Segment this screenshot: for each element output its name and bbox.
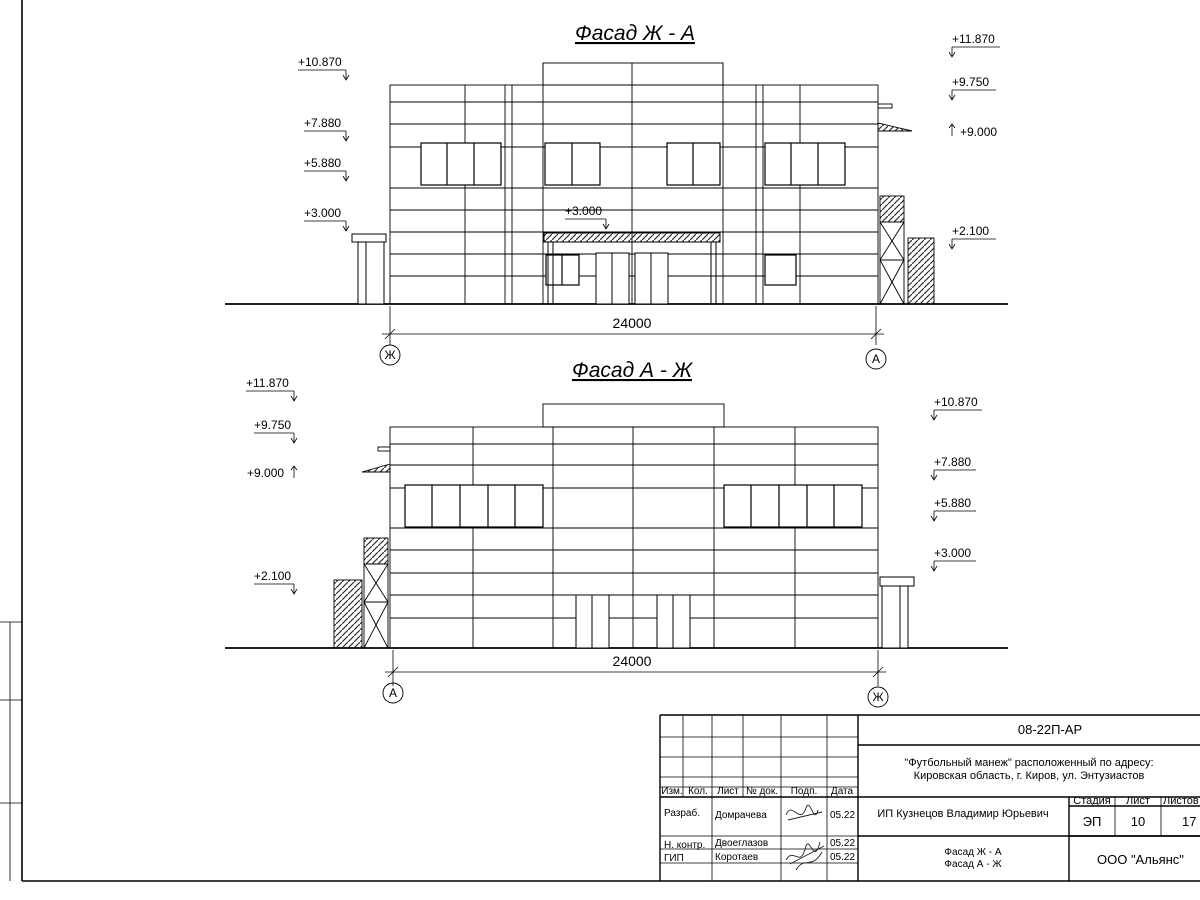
dimension-value: 24000 — [613, 653, 652, 669]
level-marks-right: +11.870 +9.750 +9.000 +2.100 — [948, 32, 1000, 250]
level-mark: +7.880 — [934, 455, 971, 469]
level-marks-right: +10.870 +7.880 +5.880 +3.000 — [930, 395, 982, 572]
role: Н. контр. — [664, 840, 705, 851]
level-mark: +2.100 — [952, 224, 989, 238]
facade-zh-a: Фасад Ж - А — [225, 22, 1008, 370]
level-mark: +11.870 — [246, 376, 289, 390]
dimension-line — [382, 306, 884, 345]
sign-date: 05.22 — [830, 810, 855, 821]
level-mark: +11.870 — [952, 32, 995, 46]
sheet-value: 10 — [1131, 814, 1145, 829]
project-line: "Футбольный манеж" расположенный по адре… — [904, 757, 1153, 769]
doors — [575, 594, 691, 649]
project-line: Кировская область, г. Киров, ул. Энтузиа… — [914, 770, 1145, 782]
company-name: ООО "Альянс" — [1097, 852, 1184, 867]
axis-bubble — [382, 682, 404, 704]
facade-title: Фасад А - Ж — [572, 359, 694, 382]
person-name: Домрачева — [715, 810, 767, 821]
document-code: 08-22П-АР — [1018, 722, 1082, 737]
building-body — [389, 62, 879, 305]
role: Разраб. — [664, 807, 700, 819]
level-mark: +3.000 — [304, 206, 341, 220]
level-mark: +3.000 — [565, 204, 602, 218]
level-mark: +9.000 — [960, 125, 997, 139]
col-header: Лист — [717, 786, 739, 797]
dimension-value: 24000 — [613, 315, 652, 331]
author-organization: ИП Кузнецов Владимир Юрьевич — [877, 808, 1048, 820]
stage-value: ЭП — [1083, 814, 1102, 829]
stage-label: Стадия — [1073, 795, 1111, 807]
facade-title: Фасад Ж - А — [575, 22, 695, 45]
level-mark: +10.870 — [934, 395, 978, 409]
sign-date: 05.22 — [830, 852, 855, 863]
col-header: № док. — [746, 786, 778, 797]
stair-left — [333, 446, 391, 649]
axis-label: Ж — [384, 348, 395, 362]
axis-label: А — [389, 686, 397, 700]
axis-bubble — [867, 686, 889, 708]
entrance — [543, 232, 721, 305]
role: ГИП — [664, 853, 684, 864]
level-mark: +9.750 — [952, 75, 989, 89]
signature — [785, 804, 825, 871]
axis-bubble — [865, 348, 887, 370]
level-mark: +9.750 — [254, 418, 291, 432]
sheets-value: 17 — [1182, 814, 1196, 829]
col-header: Кол. — [688, 786, 708, 797]
level-mark: +2.100 — [254, 569, 291, 583]
windows — [404, 484, 863, 528]
annex-right — [879, 576, 915, 649]
drawing-name: Фасад А - Ж — [944, 859, 1002, 870]
title-block: 08-22П-АР "Футбольный манеж" расположенн… — [659, 714, 1200, 881]
col-header: Изм. — [661, 786, 682, 797]
level-marks-left: +11.870 +9.750 +9.000 +2.100 — [246, 376, 298, 595]
axis-label: А — [872, 352, 880, 366]
dimension-line — [385, 650, 886, 686]
person-name: Двоеглазов — [715, 838, 768, 849]
col-header: Подп. — [791, 786, 818, 797]
level-mark: +5.880 — [304, 156, 341, 170]
level-marks-left: +10.870 +7.880 +5.880 +3.000 — [298, 55, 350, 232]
person-name: Коротаев — [715, 852, 758, 863]
level-mark: +3.000 — [934, 546, 971, 560]
sign-date: 05.22 — [830, 838, 855, 849]
facade-a-zh: Фасад А - Ж — [225, 359, 1008, 708]
sheet-label: Лист — [1126, 795, 1150, 807]
level-mark-canopy: +3.000 — [565, 204, 610, 230]
col-header: Дата — [831, 786, 854, 797]
sheets-label: Листов — [1163, 795, 1199, 807]
level-mark: +7.880 — [304, 116, 341, 130]
level-mark: +9.000 — [247, 466, 284, 480]
windows — [420, 142, 846, 286]
annex-left — [351, 233, 387, 305]
drawing-name: Фасад Ж - А — [944, 847, 1001, 858]
axis-bubble — [379, 344, 401, 366]
level-mark: +10.870 — [298, 55, 342, 69]
stair-right — [877, 103, 935, 305]
level-mark: +5.880 — [934, 496, 971, 510]
axis-label: Ж — [872, 690, 883, 704]
